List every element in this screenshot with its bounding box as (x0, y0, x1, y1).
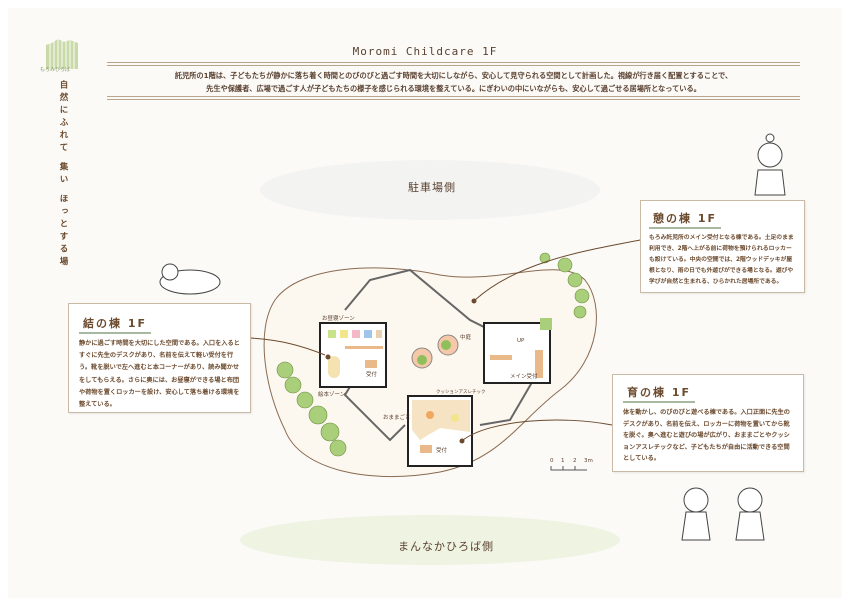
label-cushion-athletic: クッションアスレチック (436, 390, 486, 395)
trees (276, 252, 590, 457)
label-courtyard: 中庭 (460, 335, 472, 341)
label-nap-zone: お昼寝ゾーン (322, 316, 355, 322)
scale-3: 3m (584, 458, 593, 464)
child-illustrations (159, 133, 786, 541)
label-main-reception: メイン受付 (510, 374, 538, 380)
scale-0: 0 (550, 458, 554, 464)
label-up: UP (517, 338, 525, 344)
scale-2: 2 (573, 458, 577, 464)
label-playhouse: おままごと (383, 415, 411, 421)
plaza-side-label: まんなかひろば側 (398, 540, 494, 553)
page-title: Moromi Childcare 1F (352, 45, 498, 58)
parking-side-label: 駐車場側 (408, 181, 456, 194)
card-title: 育の棟 1F (623, 384, 695, 403)
intro-line: 先生や保護者、広場で過ごす人が子どもたちの様子を感じられる環境を整えている。にぎ… (206, 84, 701, 93)
site-boundary (263, 267, 597, 478)
label-reception: 受付 (436, 448, 448, 454)
scale-bar-icon (550, 466, 587, 471)
logo-icon (46, 39, 78, 69)
courtyard (411, 334, 459, 369)
label-reception: 受付 (366, 372, 378, 378)
scale-1: 1 (561, 458, 565, 464)
tagline: 自然にふれて 集い ほっとする場 (58, 80, 68, 269)
card-title: 憩の棟 1F (649, 210, 721, 229)
logo-text: もろみひろば (40, 67, 71, 73)
divider (107, 96, 800, 100)
label-picturebook-zone: 絵本ゾーン (318, 392, 346, 398)
divider (107, 62, 800, 66)
building-hagukumi (407, 395, 473, 467)
building-musubi (319, 322, 387, 388)
card-text: 体を動かし、のびのびと遊べる棟である。入口正面に先生のデスクがあり、名前を伝え、… (623, 409, 790, 462)
card-text: 静かに過ごす時間を大切にした空間である。入口を入るとすぐに先生のデスクがあり、名… (79, 340, 240, 409)
building-ikoi (483, 318, 552, 384)
card-text: もろみ託児所のメイン受付となる棟である。土足のまま利用でき、2階へ上がる前に荷物… (649, 235, 794, 285)
intro-line: 託児所の1階は、子どもたちが静かに落ち着く時間とのびのびと過ごす時間を大切にしな… (174, 71, 733, 80)
card-hagukumi: 育の棟 1F 体を動かし、のびのびと遊べる棟である。入口正面に先生のデスクがあり… (612, 374, 804, 472)
card-title: 結の棟 1F (79, 315, 151, 334)
card-ikoi: 憩の棟 1F もろみ託児所のメイン受付となる棟である。土足のまま利用でき、2階へ… (640, 200, 805, 293)
intro-text: 託児所の1階は、子どもたちが静かに落ち着く時間とのびのびと過ごす時間を大切にしな… (107, 69, 800, 95)
leader-lines (249, 239, 641, 444)
card-musubi: 結の棟 1F 静かに過ごす時間を大切にした空間である。入口を入るとすぐに先生のデ… (68, 303, 251, 413)
